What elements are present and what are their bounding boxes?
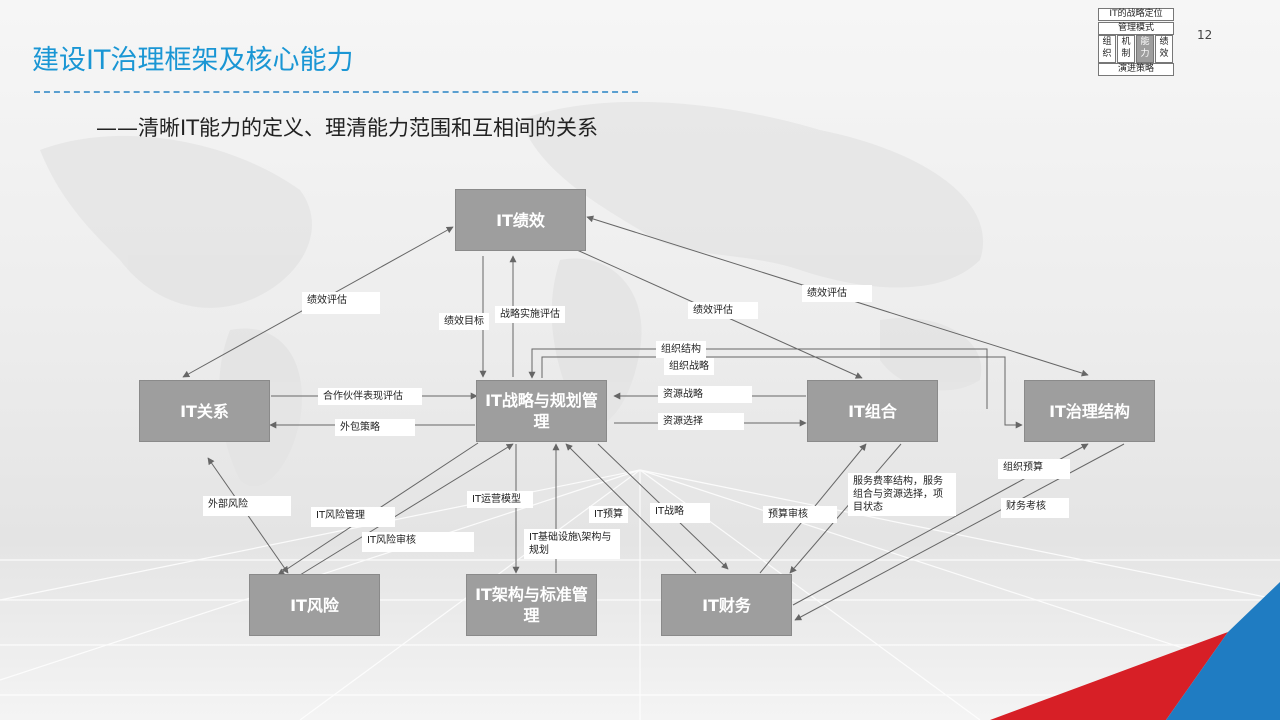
page-subtitle: ——清晰IT能力的定义、理清能力范围和互相间的关系: [96, 116, 599, 140]
label-service-cost: 服务费率结构，服务组合与资源选择，项目状态: [848, 473, 956, 516]
mini-mode-row: 管理模式: [1098, 22, 1174, 35]
mini-col-mechanism: 机制: [1117, 35, 1135, 63]
mini-bottom-row: 演进策略: [1098, 63, 1174, 76]
label-res-strategy: 资源战略: [658, 386, 752, 403]
node-it-performance: IT绩效: [455, 189, 586, 251]
label-partner-eval: 合作伙伴表现评估: [318, 388, 422, 405]
label-it-strategy: IT战略: [650, 503, 710, 523]
label-org-structure: 组织结构: [656, 341, 706, 358]
label-perf-eval-right: 绩效评估: [802, 285, 872, 302]
label-ops-model: IT运营模型: [467, 491, 533, 508]
node-it-architecture: IT架构与标准管理: [466, 574, 597, 636]
label-res-select: 资源选择: [658, 413, 744, 430]
label-strat-impl-eval: 战略实施评估: [495, 306, 565, 323]
label-budget-audit: 预算审核: [763, 506, 837, 523]
mini-col-performance: 绩效: [1155, 35, 1173, 63]
navigation-mini-diagram[interactable]: IT的战略定位 管理模式 组织 机制 能力 绩效 演进策略: [1098, 8, 1174, 76]
page-title: 建设IT治理框架及核心能力: [32, 45, 354, 76]
label-it-budget: IT预算: [589, 506, 629, 523]
label-it-risk-audit: IT风险审核: [362, 532, 474, 552]
mini-col-org: 组织: [1098, 35, 1116, 63]
label-perf-eval-left: 绩效评估: [302, 292, 380, 314]
label-org-budget: 组织预算: [998, 459, 1070, 479]
node-it-risk: IT风险: [249, 574, 380, 636]
page-number: 12: [1197, 28, 1213, 42]
node-it-governance: IT治理结构: [1024, 380, 1155, 442]
label-fin-assess: 财务考核: [1001, 498, 1069, 518]
node-it-portfolio: IT组合: [807, 380, 938, 442]
mini-top-row: IT的战略定位: [1098, 8, 1174, 21]
node-it-strategy: IT战略与规划管理: [476, 380, 607, 442]
node-it-finance: IT财务: [661, 574, 792, 636]
label-ext-risk: 外部风险: [203, 496, 291, 516]
title-divider: [34, 91, 638, 93]
blue-accent-shape: [1166, 582, 1280, 720]
label-org-strategy: 组织战略: [664, 358, 714, 375]
label-infra: IT基础设施\架构与规划: [524, 529, 620, 559]
label-it-risk-mgmt: IT风险管理: [311, 507, 395, 527]
mini-col-capability: 能力: [1136, 35, 1154, 63]
label-perf-target: 绩效目标: [439, 313, 489, 330]
label-perf-eval-mid: 绩效评估: [688, 302, 758, 319]
red-accent-shape: [990, 632, 1228, 720]
node-it-relationship: IT关系: [139, 380, 270, 442]
label-outsource: 外包策略: [335, 419, 415, 436]
